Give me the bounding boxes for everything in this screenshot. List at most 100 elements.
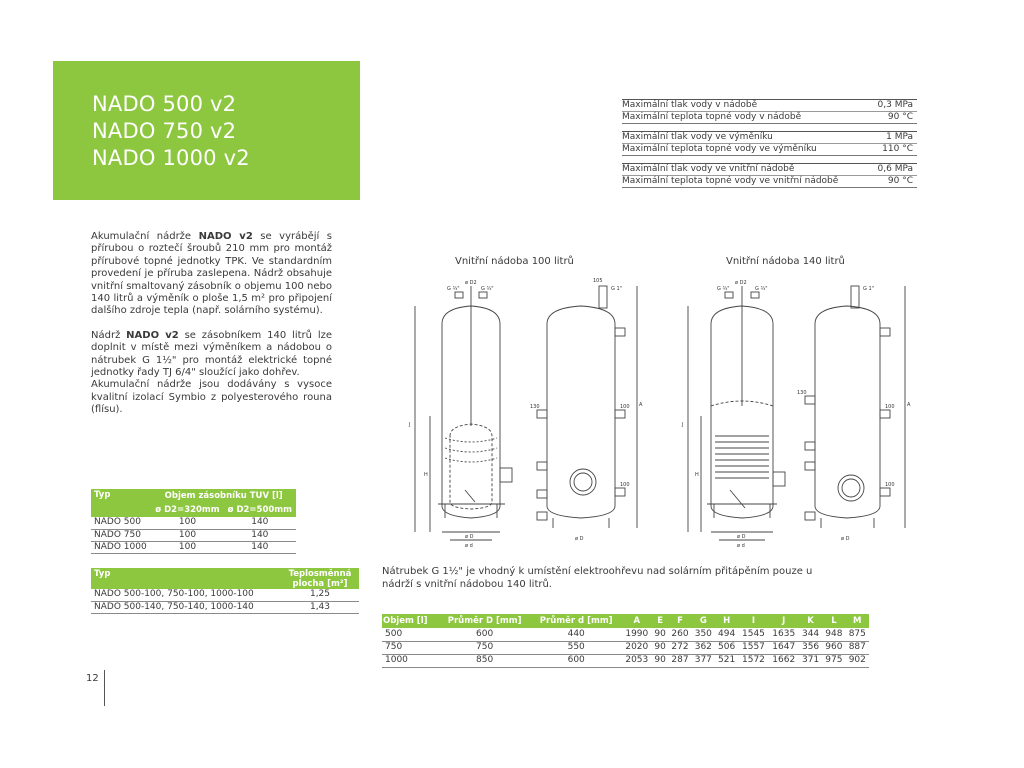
table-cell: 140 — [223, 517, 296, 530]
dimension-label: G ¾" — [717, 286, 730, 292]
dimension-label: 100 — [885, 482, 895, 488]
dimension-label: ø D2 — [735, 280, 747, 286]
table-cell: 960 — [822, 641, 846, 655]
description-paragraph: Nádrž NADO v2 se zásobníkem 140 litrů lz… — [91, 330, 332, 380]
spec-label: Maximální tlak vody ve výměníku — [622, 132, 773, 142]
column-header: ø D2=500mm — [223, 503, 296, 517]
text-span: se vyrábějí s přírubou o roztečí šroubů … — [91, 231, 332, 317]
table-row: 1000 850 600 2053 90 287 377 521 1572 16… — [382, 654, 869, 668]
table-cell: 260 — [668, 628, 692, 642]
table-cell: NADO 500-140, 750-140, 1000-140 — [91, 601, 281, 614]
description-paragraph: Akumulační nádrže NADO v2 se vyrábějí s … — [91, 231, 332, 318]
column-header: A — [621, 614, 652, 628]
dimension-label: G ¾" — [447, 286, 460, 292]
column-header: Průměr d [mm] — [530, 614, 622, 628]
diagram-caption-140: Vnitřní nádoba 140 litrů — [726, 256, 845, 267]
page-number: 12 — [86, 673, 99, 684]
table-cell: 975 — [822, 654, 846, 668]
spec-group-inner-vessel: Maximální tlak vody ve vnitřní nádobě 0,6… — [622, 163, 917, 188]
spec-row: Maximální tlak vody ve vnitřní nádobě 0,6… — [622, 164, 917, 176]
dimension-label: G 1" — [863, 286, 874, 292]
table-cell: 750 — [438, 641, 531, 655]
spec-label: Maximální tlak vody v nádobě — [622, 100, 758, 110]
table-cell: 287 — [668, 654, 692, 668]
table-cell: 440 — [530, 628, 622, 642]
column-header: E — [651, 614, 669, 628]
column-header: Typ — [91, 489, 152, 517]
dimension-label: J — [681, 422, 683, 428]
dimension-label: ø D — [841, 536, 850, 542]
dimension-label: ø D — [737, 534, 746, 540]
dimension-label: A — [639, 402, 643, 408]
table-cell: 2020 — [621, 641, 652, 655]
spec-label: Maximální tlak vody ve vnitřní nádobě — [622, 164, 795, 174]
tank-100-side-view — [536, 285, 638, 528]
column-header: ø D2=320mm — [151, 503, 224, 517]
dimension-label: ø D — [575, 536, 584, 542]
page-number-divider — [104, 670, 105, 706]
table-cell: 100 — [151, 517, 224, 530]
vessel-volume-table: Typ Objem zásobníku TUV [l] ø D2=320mm ø… — [91, 489, 296, 554]
dimension-label: 100 — [620, 482, 630, 488]
table-row: 750 750 550 2020 90 272 362 506 1557 164… — [382, 641, 869, 655]
column-header: G — [691, 614, 715, 628]
table-cell: 1990 — [621, 628, 652, 642]
column-header: Objem zásobníku TUV [l] — [151, 489, 296, 503]
table-cell: 506 — [714, 641, 739, 655]
table-row: NADO 500-100, 750-100, 1000-100 1,25 — [91, 589, 359, 602]
dimension-label: H — [424, 472, 428, 478]
dimension-label: 130 — [797, 390, 807, 396]
dimension-label: J — [408, 422, 410, 428]
table-cell: 90 — [651, 641, 669, 655]
text-span: Akumulační nádrže — [91, 231, 199, 242]
table-cell: 948 — [822, 628, 846, 642]
product-name-bold: NADO v2 — [126, 329, 179, 341]
table-cell: 494 — [714, 628, 739, 642]
column-header: I — [738, 614, 769, 628]
table-cell: 1545 — [738, 628, 769, 642]
table-cell: 350 — [691, 628, 715, 642]
table-cell: 500 — [382, 628, 439, 642]
column-header: K — [798, 614, 823, 628]
dimension-label: ø d — [465, 543, 473, 549]
column-header: Typ — [91, 568, 281, 589]
table-cell: 750 — [382, 641, 439, 655]
diagram-caption-100: Vnitřní nádoba 100 litrů — [455, 256, 574, 267]
table-cell: 1000 — [382, 654, 439, 668]
table-cell: NADO 500-100, 750-100, 1000-100 — [91, 589, 281, 602]
column-header: Teplosměnná plocha [m²] — [281, 568, 359, 589]
spec-value: 90 °C — [887, 111, 913, 122]
table-cell: 344 — [798, 628, 823, 642]
product-name-bold: NADO v2 — [198, 231, 253, 242]
table-cell: 1635 — [768, 628, 799, 642]
table-cell: 356 — [798, 641, 823, 655]
table-header-row: Typ Objem zásobníku TUV [l] — [91, 489, 296, 517]
table-cell: 90 — [651, 628, 669, 642]
table-cell: NADO 1000 — [91, 541, 152, 554]
dimension-label: G 1" — [611, 286, 622, 292]
dimension-label: H — [695, 472, 699, 478]
column-header: L — [822, 614, 846, 628]
column-header: M — [845, 614, 869, 628]
dimensions-table: Objem [l] Průměr D [mm] Průměr d [mm] A … — [382, 614, 869, 668]
column-header-line: plocha [m²] — [292, 579, 348, 589]
dimension-label: G ¾" — [481, 286, 494, 292]
table-header-row: Typ Teplosměnná plocha [m²] — [91, 568, 359, 589]
table-cell: 362 — [691, 641, 715, 655]
description-paragraph: Akumulační nádrže jsou dodávány s vysoce… — [91, 379, 332, 416]
product-title-500: NADO 500 v2 — [92, 92, 237, 116]
spec-value: 0,6 MPa — [877, 164, 913, 174]
table-cell: 272 — [668, 641, 692, 655]
table-cell: 1,43 — [281, 601, 359, 614]
table-cell: 1647 — [768, 641, 799, 655]
dimension-label: G ¾" — [755, 286, 768, 292]
table-cell: 902 — [845, 654, 869, 668]
table-cell: 521 — [714, 654, 739, 668]
product-title-1000: NADO 1000 v2 — [92, 146, 250, 170]
table-cell: 100 — [151, 529, 224, 542]
